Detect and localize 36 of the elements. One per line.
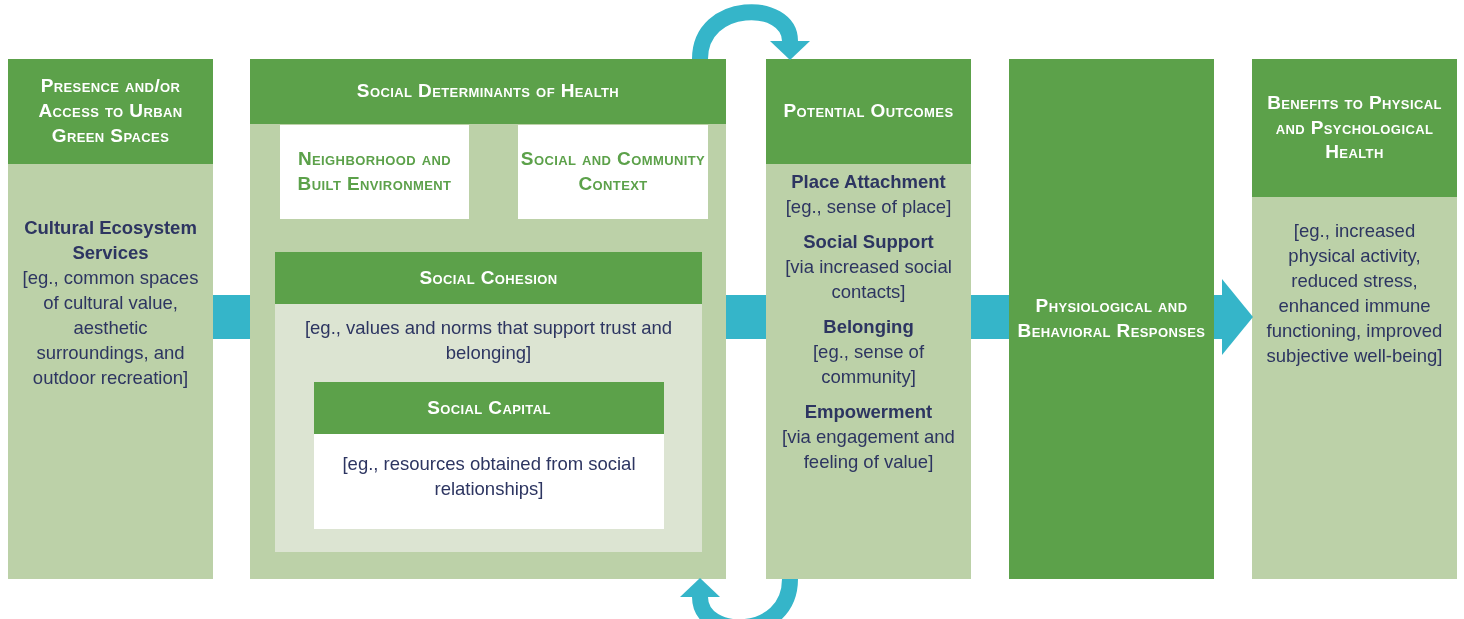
box-title: Social and Community Context [519, 147, 707, 196]
body-text: [eg., resources obtained from social relationships] [341, 452, 637, 501]
header-bar: Social Cohesion [275, 252, 702, 304]
header-bar: Benefits to Physical and Psychological Health [1252, 59, 1457, 197]
body-text: [eg., sense of place] [785, 194, 952, 219]
header-bar: Social Determinants of Health [250, 59, 726, 124]
category-box [518, 125, 708, 219]
body-text: [eg., increased physical activity, reduced stress, enhanced immune functioning, improved subjective well-being] [1265, 219, 1444, 368]
column-panel [1252, 59, 1457, 579]
subheading: Cultural Ecosystem Services [23, 216, 198, 265]
subheading: Belonging [823, 314, 914, 339]
body-text: [via increased social contacts] [784, 254, 953, 304]
category-box [280, 125, 469, 219]
body-text: [eg., common spaces of cultural value, aesthetic surroundings, and outdoor recreation] [21, 265, 200, 390]
box-title: Physiological and Behavioral Responses [1016, 294, 1207, 343]
nested-panel [275, 252, 702, 552]
header-bar: Presence and/or Access to Urban Green Spaces [8, 59, 213, 164]
nested-panel [314, 382, 664, 529]
header-bar: Social Capital [314, 382, 664, 434]
body-text: [eg., values and norms that support trust and belonging] [303, 316, 674, 365]
subheading: Place Attachment [791, 170, 946, 194]
connector-bar [971, 295, 1009, 339]
connector-bar [213, 295, 250, 339]
box-title: Neighborhood and Built Environment [296, 147, 453, 196]
body-text: [via engagement and feeling of value] [781, 424, 956, 474]
subheading: Empowerment [804, 399, 933, 424]
connector-bar [726, 295, 766, 339]
column-panel [8, 59, 213, 579]
response-box [1009, 59, 1214, 579]
body-text: [eg., sense of community] [811, 339, 926, 389]
subheading: Social Support [803, 229, 934, 254]
column-panel [250, 59, 726, 579]
header-bar: Potential Outcomes [766, 59, 971, 164]
arrow [680, 578, 798, 619]
arrow [1214, 279, 1253, 355]
column-panel [766, 59, 971, 579]
